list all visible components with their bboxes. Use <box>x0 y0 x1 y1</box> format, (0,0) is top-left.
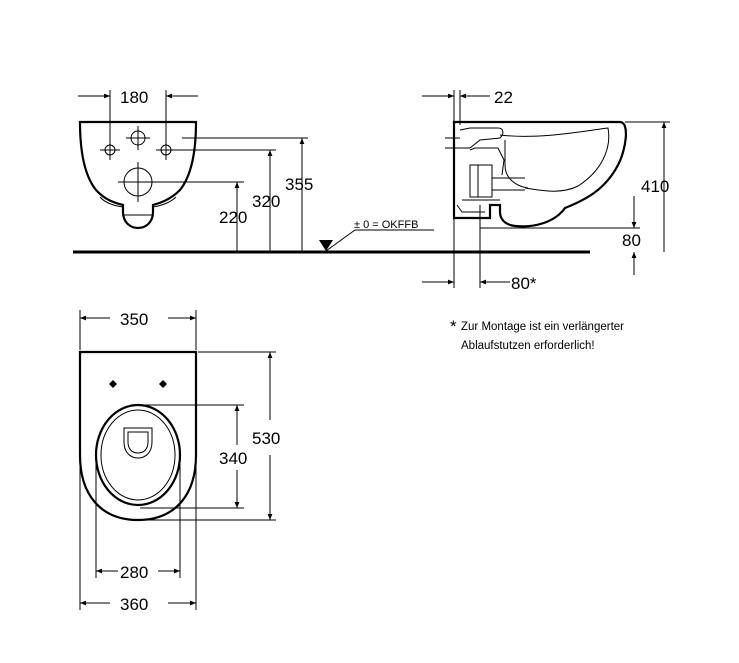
front-mount-hole-right <box>156 140 176 160</box>
dim-top-inner-width: 280 <box>120 563 148 582</box>
top-view: 350 530 340 280 360 <box>78 310 280 614</box>
top-mount-hole-right <box>159 380 167 388</box>
side-view: 22 410 80 80* <box>422 88 670 293</box>
note-asterisk: * <box>450 317 457 336</box>
dim-height-220: 220 <box>219 208 247 227</box>
dim-top-width: 350 <box>120 310 148 329</box>
note-line-2: Ablaufstutzen erforderlich! <box>461 340 595 352</box>
dim-height-355: 355 <box>285 175 313 194</box>
dim-wall-offset: 22 <box>494 88 513 107</box>
dim-top-length: 530 <box>252 429 280 448</box>
dim-hole-spacing: 180 <box>120 88 148 107</box>
top-mount-hole-left <box>109 380 117 388</box>
top-drain-opening <box>123 427 153 459</box>
side-bowl-outline <box>452 120 627 228</box>
front-mount-hole-left <box>100 140 120 160</box>
dim-top-inner-length: 340 <box>219 449 247 468</box>
dim-height-410: 410 <box>641 177 669 196</box>
top-bowl-outline <box>78 350 198 522</box>
note-line-1: Zur Montage ist ein verlängerter <box>461 321 624 333</box>
dim-outlet-depth: 80* <box>511 274 537 293</box>
dim-outlet-height: 80 <box>622 231 641 250</box>
floor-reference-marker: ± 0 = OKFFB <box>319 219 434 252</box>
note: * Zur Montage ist ein verlängerter Ablau… <box>450 317 624 352</box>
floor-reference-label: ± 0 = OKFFB <box>354 219 418 231</box>
front-drain-hole <box>118 162 158 202</box>
dim-top-outer-width: 360 <box>120 595 148 614</box>
front-view: 180 355 320 220 ± 0 = OKFFB <box>73 88 590 254</box>
front-bowl-outline <box>78 120 198 230</box>
top-bowl-rim <box>94 403 182 507</box>
dim-height-320: 320 <box>252 192 280 211</box>
front-water-inlet-hole <box>126 126 150 150</box>
